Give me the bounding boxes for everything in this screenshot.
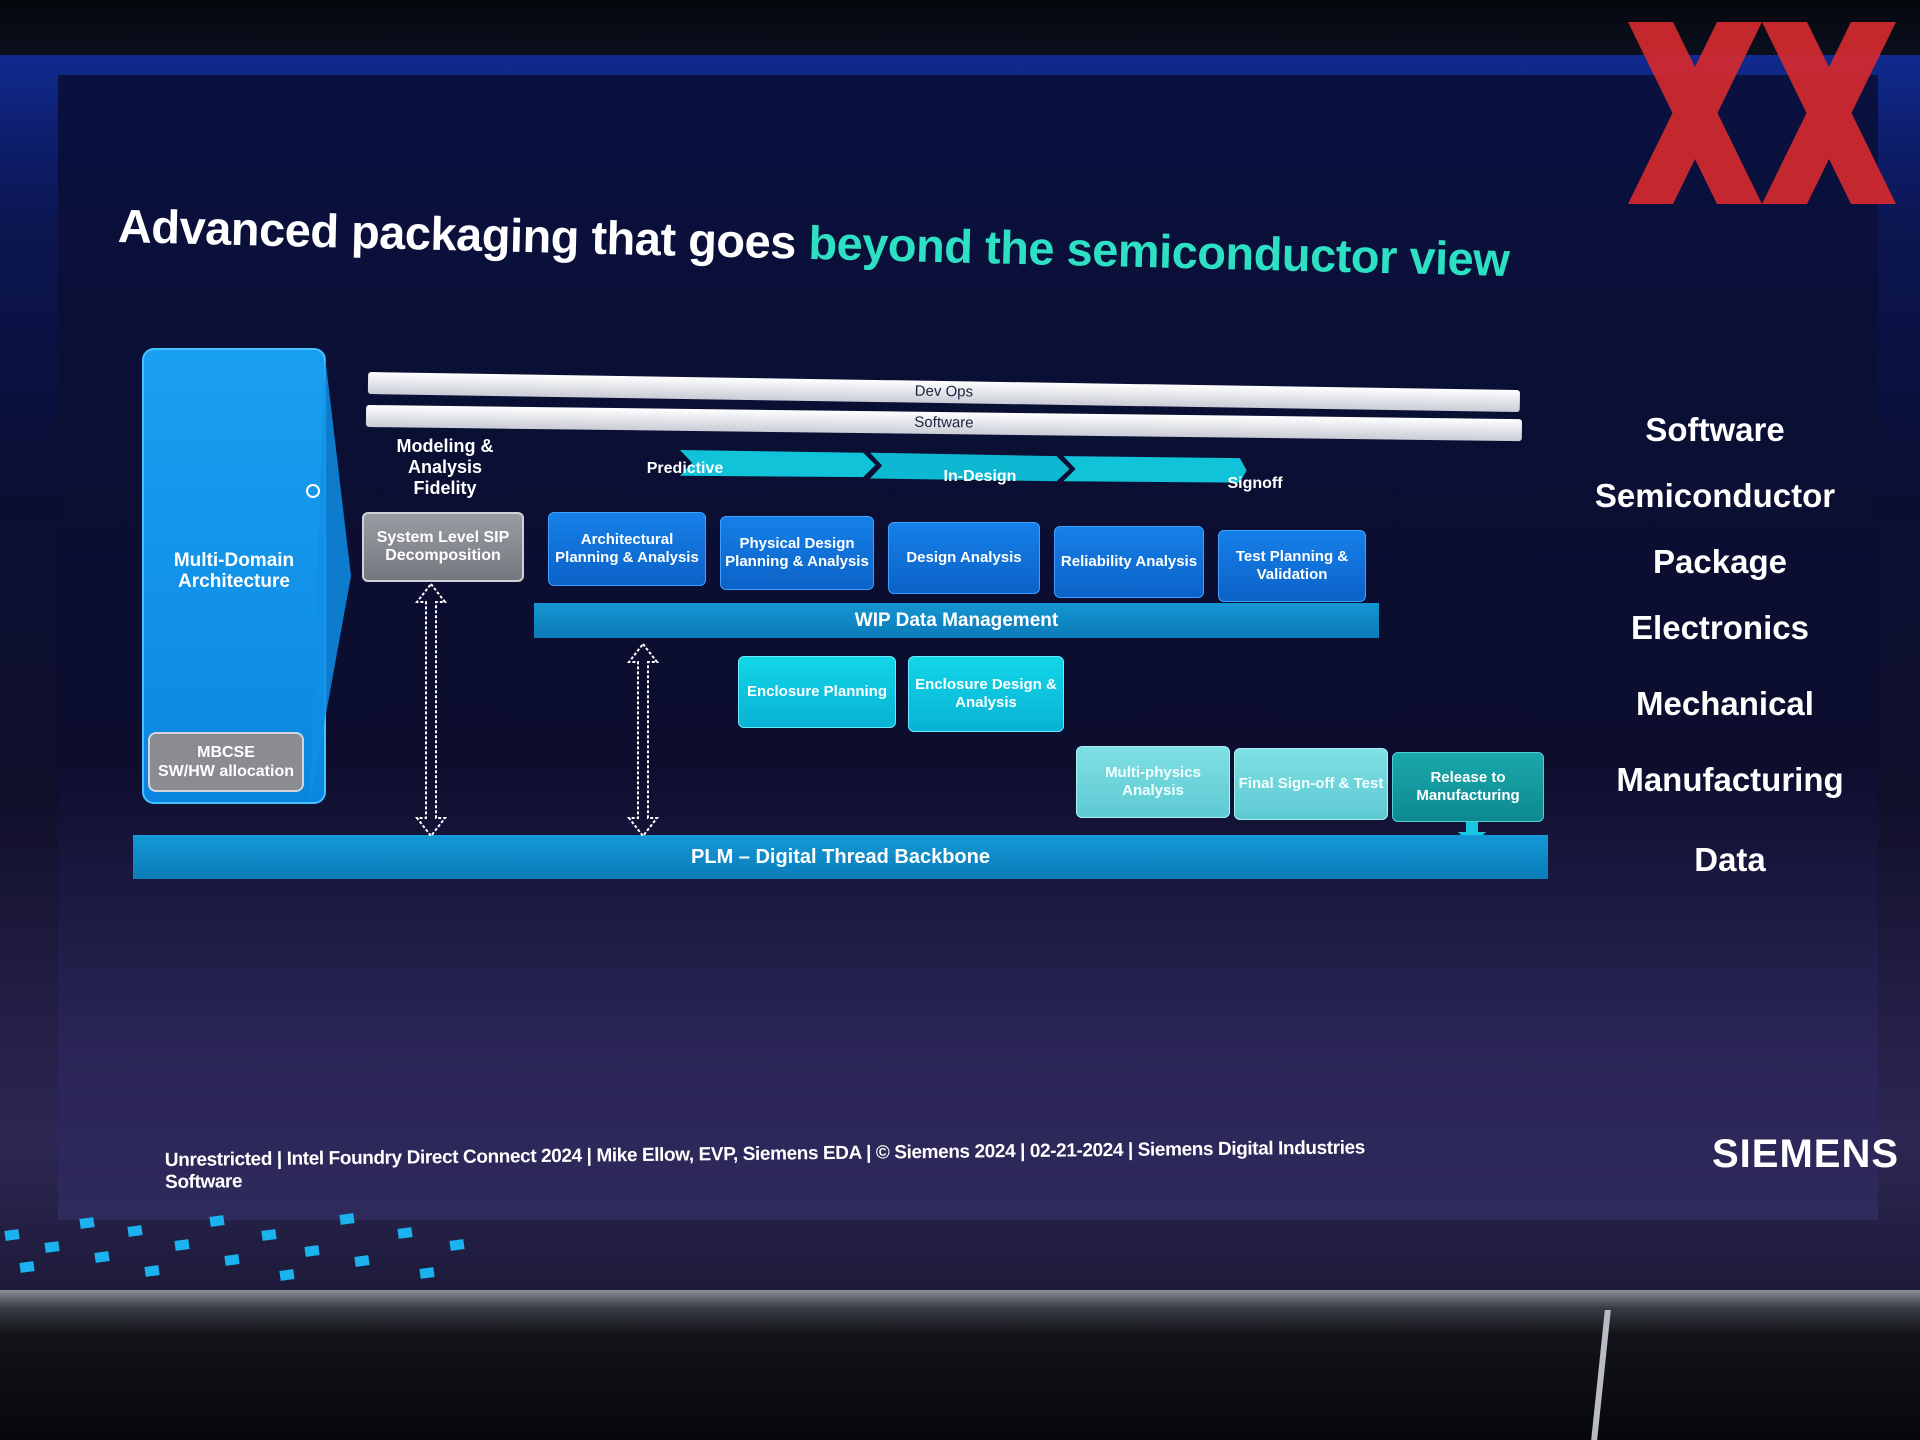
phase-predictive: Predictive (646, 460, 724, 477)
reliability-analysis-box: Reliability Analysis (1054, 526, 1204, 598)
domain-mechanical: Mechanical (1636, 685, 1814, 722)
physical-design-planning-box: Physical Design Planning & Analysis (720, 516, 874, 590)
test-planning-box: Test Planning & Validation (1218, 530, 1366, 602)
release-to-manufacturing-box: Release to Manufacturing (1392, 752, 1544, 822)
system-level-sip-box: System Level SIP Decomposition (362, 512, 524, 582)
architecture-wedge (310, 356, 351, 802)
siemens-logo: SIEMENS (1712, 1132, 1900, 1176)
phase-chevrons (680, 450, 1247, 483)
watermark-logo-icon (1628, 22, 1896, 204)
wip-data-management-bar: WIP Data Management (534, 603, 1379, 638)
multi-domain-architecture: Multi-Domain Architecture MBCSE SW/HW al… (142, 348, 326, 804)
domain-electronics: Electronics (1631, 609, 1809, 646)
phase-signoff: Signoff (1227, 475, 1283, 492)
domain-manufacturing: Manufacturing (1616, 761, 1844, 798)
release-arrow-icon (1458, 822, 1486, 846)
design-analysis-box: Design Analysis (888, 522, 1040, 594)
phase-in-design: In-Design (943, 468, 1017, 485)
architectural-planning-box: Architectural Planning & Analysis (548, 512, 706, 586)
decorative-dots (4, 1213, 465, 1281)
stage-floor (0, 1290, 1920, 1440)
double-arrow-icon (414, 582, 448, 838)
architecture-label: Multi-Domain Architecture (173, 550, 295, 592)
plm-digital-thread-bar: PLM – Digital Thread Backbone (133, 835, 1548, 879)
mbcse-box: MBCSE SW/HW allocation (148, 732, 304, 792)
domain-software: Software (1645, 411, 1785, 448)
slide (58, 75, 1878, 1220)
enclosure-design-box: Enclosure Design & Analysis (908, 656, 1064, 732)
mbcse-line2: SW/HW allocation (158, 763, 294, 780)
final-signoff-box: Final Sign-off & Test (1234, 748, 1388, 820)
modeling-fidelity-label: Modeling & Analysis Fidelity (396, 436, 494, 498)
double-arrow-icon (626, 642, 660, 838)
multi-physics-box: Multi-physics Analysis (1076, 746, 1230, 818)
domain-data: Data (1694, 841, 1766, 878)
domain-package: Package (1653, 543, 1787, 580)
ring-icon (306, 484, 320, 498)
domain-semiconductor: Semiconductor (1594, 477, 1836, 514)
mbcse-line1: MBCSE (197, 744, 255, 761)
enclosure-planning-box: Enclosure Planning (738, 656, 896, 728)
